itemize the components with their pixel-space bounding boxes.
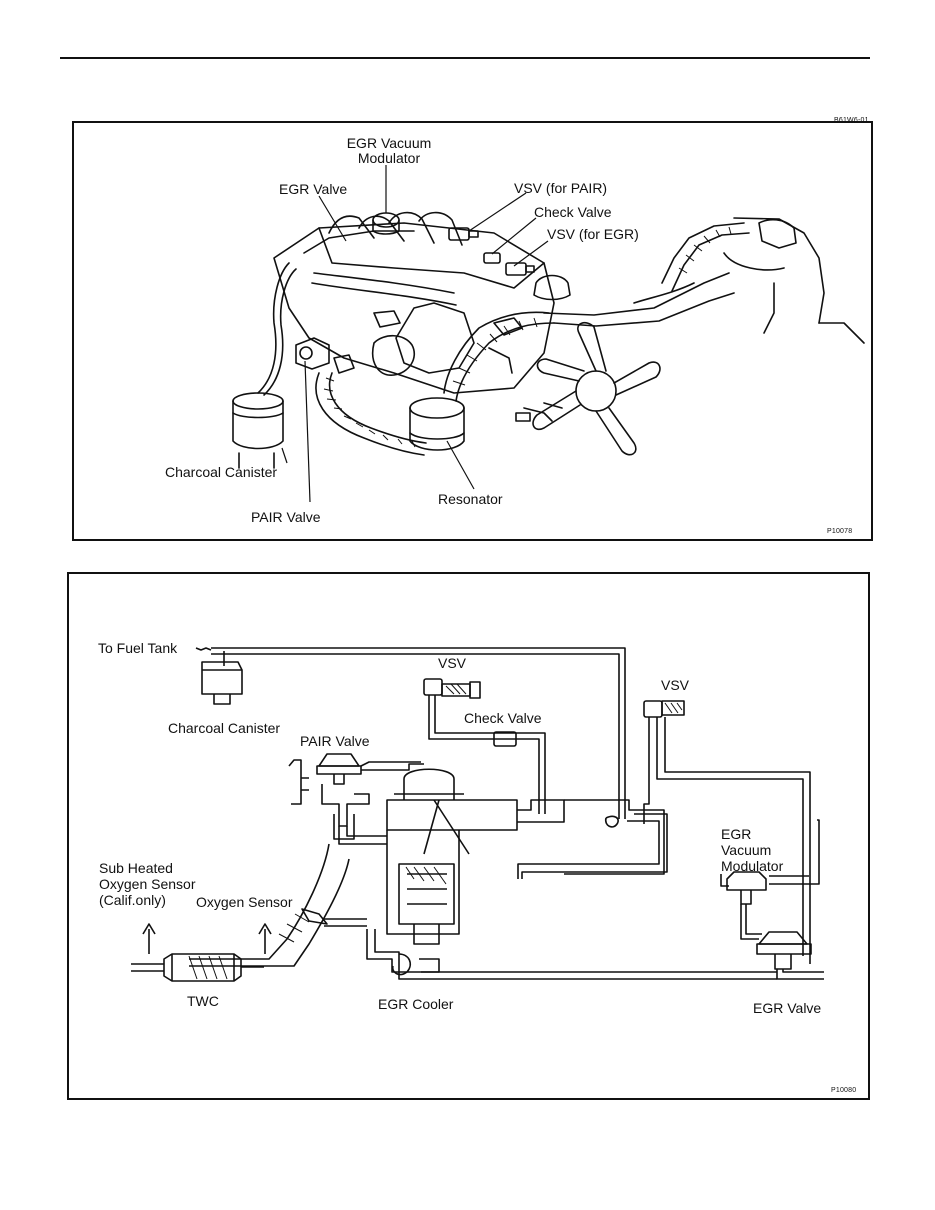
header-rule <box>60 57 870 59</box>
egr-valve-label-bottom: EGR Valve <box>753 1000 822 1016</box>
egr-vacuum-modulator-label: EGR Vacuum Modulator <box>346 135 432 166</box>
charcoal-canister-label: Charcoal Canister <box>165 464 278 480</box>
figure-number-bottom: P10080 <box>831 1087 857 1094</box>
egr-cooler-label: EGR Cooler <box>378 996 454 1012</box>
vsv-right-label: VSV <box>661 677 690 693</box>
check-valve-label: Check Valve <box>534 204 612 220</box>
egr-vacuum-modulator-label-bottom: EGR Vacuum Modulator <box>721 826 784 874</box>
charcoal-canister-label-bottom: Charcoal Canister <box>168 720 281 736</box>
twc-label: TWC <box>187 993 219 1009</box>
pair-valve-label-bottom: PAIR Valve <box>300 733 370 749</box>
vsv-left-label: VSV <box>438 655 467 671</box>
engine-illustration-panel: B61W6-01 EGR Vacuum Modulator EGR Valve … <box>72 117 873 541</box>
to-fuel-tank-label: To Fuel Tank <box>98 640 178 656</box>
engine-illustration <box>232 165 865 503</box>
vsv-pair-label: VSV (for PAIR) <box>514 180 608 196</box>
vacuum-schematic-panel: To Fuel Tank Charcoal Canister VSV VSV C… <box>67 572 870 1100</box>
vacuum-schematic <box>131 647 824 982</box>
figure-number: P10078 <box>827 528 853 535</box>
sub-heated-oxygen-sensor-label: Sub Heated Oxygen Sensor (Calif.only) <box>99 860 196 908</box>
egr-valve-label: EGR Valve <box>279 181 348 197</box>
ref-code: B61W6-01 <box>834 117 869 124</box>
vsv-egr-label: VSV (for EGR) <box>547 226 639 242</box>
check-valve-label-bottom: Check Valve <box>464 710 542 726</box>
oxygen-sensor-label: Oxygen Sensor <box>196 894 293 910</box>
pair-valve-label: PAIR Valve <box>251 509 321 525</box>
resonator-label: Resonator <box>438 491 503 507</box>
